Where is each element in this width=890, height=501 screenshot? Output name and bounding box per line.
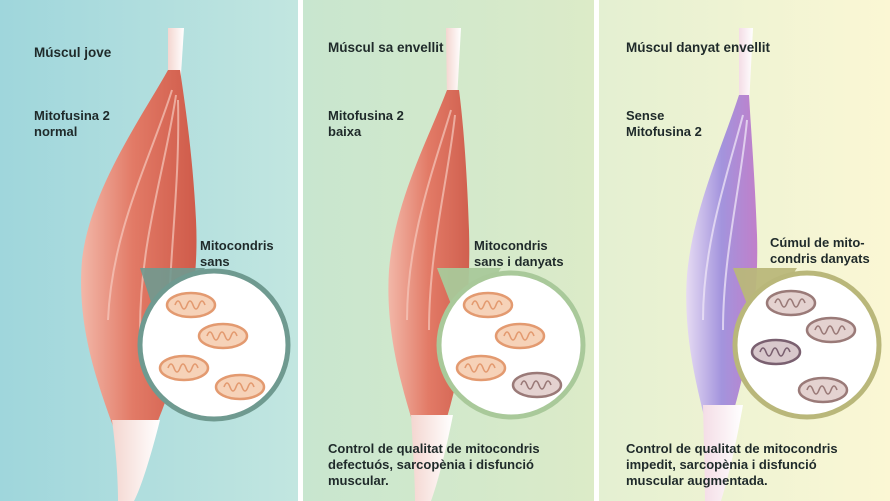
aged-muscle-illustration xyxy=(303,0,594,501)
mitochondria-label-line: condris danyats xyxy=(770,251,870,266)
damaged-mitochondrion xyxy=(805,316,857,344)
healthy-mitochondrion xyxy=(165,291,217,319)
healthy-mitochondrion xyxy=(214,373,266,401)
healthy-mitochondria-group xyxy=(158,291,266,401)
mitofusin-label-line: baixa xyxy=(328,124,362,139)
caption-line: Control de qualitat de mitocondris xyxy=(626,441,838,456)
mitofusin-label: Mitofusina 2 baixa xyxy=(328,108,404,140)
tendon-bottom xyxy=(411,415,453,501)
caption-line: muscular augmentada. xyxy=(626,473,768,488)
damaged-mitochondrion xyxy=(765,289,817,317)
panel-divider xyxy=(298,0,303,501)
mitochondria-label-line: sans xyxy=(200,254,230,269)
panel-damaged-aged-muscle: Múscul danyat envellit Sense Mitofusina … xyxy=(599,0,890,501)
mitofusin-label: Mitofusina 2 normal xyxy=(34,108,110,140)
healthy-mitochondrion xyxy=(455,354,507,382)
mitofusin-label-line: Mitofusina 2 xyxy=(34,108,110,123)
damaged-mitochondrion xyxy=(511,371,563,399)
caption-line: Control de qualitat de mitocondris xyxy=(328,441,540,456)
mitochondria-label-line: Mitocondris xyxy=(474,238,548,253)
caption-line: muscular. xyxy=(328,473,389,488)
tendon-bottom xyxy=(112,420,160,501)
panel-title: Múscul sa envellit xyxy=(328,40,444,55)
mitochondria-label-line: Cúmul de mito- xyxy=(770,235,865,250)
caption: Control de qualitat de mitocondris imped… xyxy=(626,441,838,489)
damaged-mitochondrion xyxy=(750,338,802,366)
mitochondria-label-line: sans i danyats xyxy=(474,254,564,269)
mitochondria-label: Mitocondris sans xyxy=(200,238,274,270)
mitofusin-label-line: Mitofusina 2 xyxy=(328,108,404,123)
mitochondria-label: Mitocondris sans i danyats xyxy=(474,238,564,270)
caption-line: impedit, sarcopènia i disfunció xyxy=(626,457,817,472)
tendon-top xyxy=(739,28,753,107)
healthy-mitochondrion xyxy=(197,322,249,350)
mixed-mitochondria-group xyxy=(455,291,563,399)
panel-young-muscle: Múscul jove Mitofusina 2 normal Mitocond… xyxy=(0,0,298,501)
tendon-top xyxy=(446,28,461,102)
mitofusin-label-line: normal xyxy=(34,124,78,139)
mitochondria-label: Cúmul de mito- condris danyats xyxy=(770,235,870,267)
tendon-bottom xyxy=(703,405,743,501)
damaged-muscle-illustration xyxy=(599,0,890,501)
panel-divider xyxy=(594,0,599,501)
panel-title: Múscul danyat envellit xyxy=(626,40,771,55)
panel-healthy-aged-muscle: Múscul sa envellit Mitofusina 2 baixa Mi… xyxy=(303,0,594,501)
mitofusin-label-line: Mitofusina 2 xyxy=(626,124,702,139)
damaged-mitochondria-group xyxy=(750,289,857,404)
damaged-mitochondrion xyxy=(797,376,849,404)
caption-line: defectuós, sarcopènia i disfunció xyxy=(328,457,534,472)
healthy-mitochondrion xyxy=(494,322,546,350)
mitofusin-label: Sense Mitofusina 2 xyxy=(626,108,702,140)
young-muscle-illustration xyxy=(0,0,298,501)
healthy-mitochondrion xyxy=(462,291,514,319)
healthy-mitochondrion xyxy=(158,354,210,382)
caption: Control de qualitat de mitocondris defec… xyxy=(328,441,540,489)
mitofusin-label-line: Sense xyxy=(626,108,665,123)
mitochondria-label-line: Mitocondris xyxy=(200,238,274,253)
panel-title: Múscul jove xyxy=(34,45,112,60)
